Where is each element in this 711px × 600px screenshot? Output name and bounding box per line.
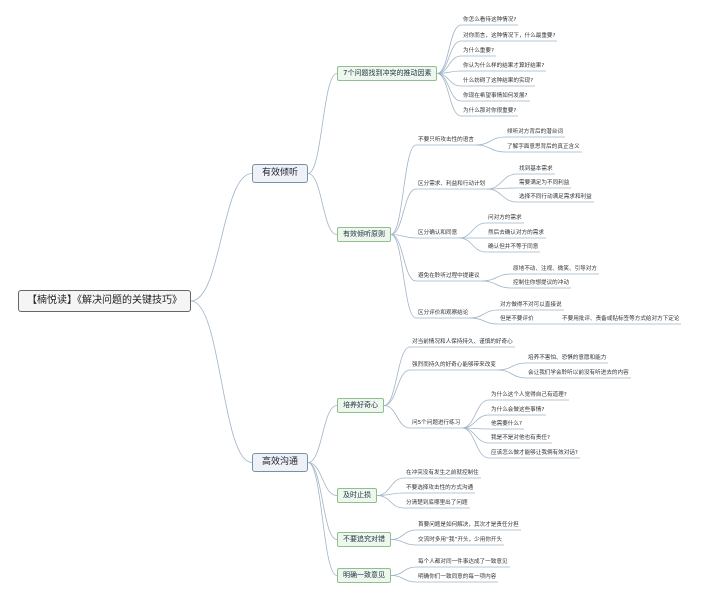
leaf: 首要问题是如何解决，其次才是责任分担 — [418, 522, 519, 528]
leaf: 什么妨碍了这种结果的实现? — [463, 78, 534, 84]
connector — [307, 462, 338, 576]
leaf: 不要选择攻击性的方式沟通 — [406, 485, 474, 491]
leaf: 每个人都对同一件事达成了一致意见 — [418, 559, 508, 565]
connector — [190, 173, 253, 302]
connector — [486, 188, 518, 203]
connector — [190, 300, 253, 463]
leaf: 不要只听攻击性的语言 — [418, 137, 474, 143]
leaf: 培养不害怕、恐惧的意愿和能力 — [528, 355, 607, 361]
leaf: 区分确认和同意 — [418, 230, 458, 236]
branch-listening[interactable]: 有效倾听 — [252, 164, 309, 183]
sub-listening-principles[interactable]: 有效倾听原则 — [337, 227, 391, 242]
connector — [390, 539, 417, 546]
connector — [307, 405, 338, 463]
connector — [461, 399, 490, 429]
leaf: 但是不要评价 — [500, 316, 534, 322]
connector — [383, 346, 411, 406]
leaf: 对当前情况和人保持持久、谨慎的好奇心 — [412, 339, 513, 345]
connector — [390, 529, 417, 540]
connector — [390, 575, 417, 583]
leaf: 你怎么看待这种情况? — [463, 17, 517, 23]
connector — [486, 173, 518, 190]
leaf: 倾听对方背后的潜台词 — [507, 129, 563, 135]
leaf: 对你而言，这种情况下，什么最重要? — [463, 33, 556, 39]
leaf: 明确你们一致同意的每一项内容 — [418, 574, 497, 580]
leaf: 会让我们学会聆听以前没有听进去的内容 — [528, 370, 629, 376]
branch-communication[interactable]: 高效沟通 — [252, 453, 309, 472]
connector — [376, 495, 405, 509]
leaf: 你现在希望事情如何发展? — [463, 93, 528, 99]
leaf: 为什么这个人觉得自己有道理? — [491, 392, 567, 398]
connector — [469, 317, 499, 325]
sub-consensus[interactable]: 明确一致意见 — [337, 568, 391, 583]
connector — [458, 222, 487, 239]
connector — [481, 280, 512, 289]
leaf: 交流时多用“我”开头，少用你开头 — [418, 537, 503, 543]
leaf: 对方做得不对可以直接说 — [500, 302, 562, 308]
connector — [390, 234, 417, 282]
leaf: 选择不同行动满足需求和利益 — [519, 194, 592, 200]
connector — [390, 566, 417, 576]
sub-seven-questions[interactable]: 7个问题找到冲突的推动因素 — [337, 66, 438, 81]
sub-no-blame[interactable]: 不要追究对错 — [337, 532, 391, 547]
leaf: 问5个问题进行练习 — [412, 420, 461, 426]
connector — [390, 234, 417, 319]
leaf: 分清楚到底哪里出了问题 — [406, 500, 468, 506]
leaf: 确认但并不等于同意 — [488, 244, 539, 250]
leaf: 为什么会做这些事情? — [491, 407, 545, 413]
connector — [475, 144, 506, 153]
leaf: 不要用批评、责备或贴标签等方式给对方下定论 — [562, 316, 680, 322]
connector — [390, 234, 417, 239]
connector — [383, 369, 411, 406]
connector — [307, 73, 338, 174]
sub-curiosity[interactable]: 培养好奇心 — [337, 398, 384, 413]
connector — [307, 462, 338, 540]
connector — [307, 173, 338, 235]
connector — [436, 40, 462, 74]
leaf: 问对方的需求 — [488, 215, 522, 221]
leaf: 强烈而持久的好奇心能够带来改变 — [412, 362, 496, 368]
leaf: 控制住你想提议的冲动 — [513, 280, 569, 286]
leaf: 区分评价和观察结论 — [418, 310, 469, 316]
leaf: 避免在聆听过程中提建议 — [418, 273, 480, 279]
leaf: 在冲突没有发生之前就控制住 — [406, 470, 479, 476]
leaf: 你认为什么样的结果才算好结果? — [463, 63, 545, 69]
leaf: 需要满足为不同利益 — [519, 180, 570, 186]
leaf: 区分需求、利益和行动计划 — [418, 181, 486, 187]
leaf: 然后去确认对方的需求 — [488, 230, 544, 236]
leaf: 应该怎么做才能够让我俩有效对话? — [491, 450, 578, 456]
connector — [390, 188, 417, 235]
connector — [461, 427, 490, 459]
root-node[interactable]: 【楠悦读】《解决问题的关键技巧》 — [18, 290, 191, 312]
sub-stop-loss[interactable]: 及时止损 — [337, 488, 377, 503]
connector — [376, 477, 405, 496]
leaf: 为什么重要? — [463, 48, 494, 54]
connector — [436, 24, 462, 74]
connector — [497, 369, 527, 379]
connector — [390, 144, 417, 235]
leaf: 我是不是对他也有责任? — [491, 435, 550, 441]
leaf: 原地不动、注视、微笑、引导对方 — [513, 266, 597, 272]
leaf: 了解字面意思背后的真正含义 — [507, 144, 580, 150]
connector — [436, 55, 462, 74]
connector — [436, 73, 462, 117]
leaf: 他需要什么? — [491, 421, 522, 427]
connector — [458, 237, 487, 253]
leaf: 找到基本需求 — [519, 166, 553, 172]
leaf: 为什么那对你很重要? — [463, 108, 517, 114]
connector — [383, 405, 411, 429]
